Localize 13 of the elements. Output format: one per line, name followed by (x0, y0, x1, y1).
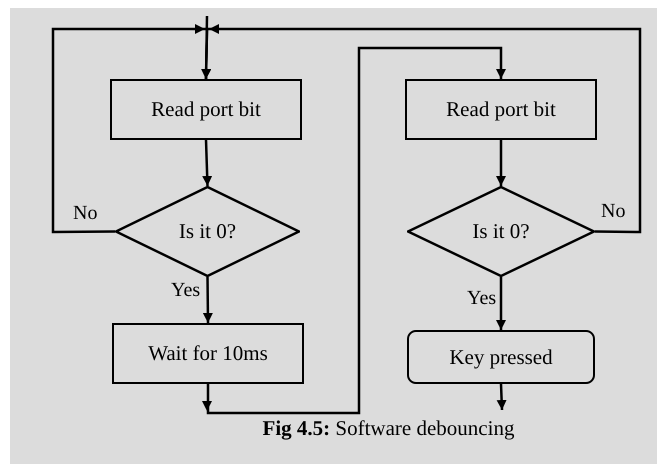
process-box (110, 79, 302, 140)
process-box (405, 79, 597, 140)
decision-diamond (407, 186, 595, 277)
step-text: Wait for 10ms (148, 341, 268, 366)
figure-caption: Fig 4.5: Software debouncing (262, 416, 514, 440)
decision-text: Is it 0? (178, 219, 236, 244)
decision-diamond (115, 186, 300, 277)
step-text: Read port bit (151, 97, 261, 122)
step-text: Read port bit (446, 97, 556, 122)
decision-text: Is it 0? (472, 219, 530, 244)
process-box (112, 323, 304, 384)
step-text: Key pressed (449, 344, 553, 370)
terminal-box (407, 330, 595, 384)
